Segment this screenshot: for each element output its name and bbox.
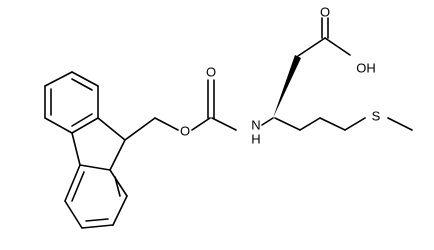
amide-hydrogen-label: H (251, 132, 260, 147)
stereo-wedge-bond (273, 55, 301, 118)
acid-hydroxyl-label: OH (356, 61, 376, 76)
n-to-stereocenter-bond (261, 117, 274, 126)
acid-carbonyl-oxygen-label: O (320, 5, 330, 20)
carboxylic-acid-bonds (297, 17, 351, 57)
fluorene-five-ring (71, 117, 126, 171)
fluorene-lower-ring (64, 164, 128, 229)
carbonyl-oxygen-label: O (206, 65, 216, 80)
fmoc-linker (124, 79, 237, 141)
amide-nitrogen-label: N (251, 118, 260, 133)
backbone (274, 117, 413, 131)
ester-oxygen-label: O (180, 124, 190, 139)
sulfur-label: S (372, 109, 381, 124)
fluorene-upper-ring (44, 71, 99, 134)
